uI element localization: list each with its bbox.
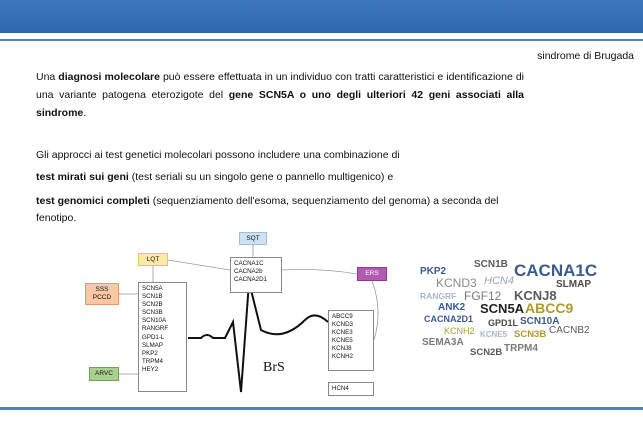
footer-divider — [0, 407, 643, 410]
brs-gene-overlap-diagram: LQT SQT SSS PCCD ERS ARVC CACNA1C CACNA2… — [83, 230, 393, 402]
cloud-word: KCND3 — [436, 276, 477, 290]
targeted-tests-paragraph: test mirati sui geni (test seriali su un… — [36, 171, 394, 183]
sqt-gene-list: CACNA1C CACNA2b CACNA2D1 — [230, 257, 282, 293]
cloud-word: HCN4 — [484, 275, 514, 287]
lqt-gene-list: SCN5A SCN1B SCN2B SCN3B SCN10A RANGRF GP… — [138, 282, 187, 392]
cloud-word: FGF12 — [464, 289, 502, 303]
sss-pccd-tag: SSS PCCD — [85, 283, 119, 305]
cloud-word: PKP2 — [420, 266, 447, 277]
cloud-word: GPD1L — [488, 318, 519, 328]
diagnosis-paragraph: Una diagnosi molecolare può essere effet… — [36, 71, 524, 119]
cloud-word: KCNE5 — [480, 330, 508, 339]
diagram-connectors — [119, 245, 379, 393]
cloud-word: ANK2 — [438, 302, 466, 313]
arvc-tag: ARVC — [89, 367, 119, 381]
hcn4-gene: HCN4 — [328, 382, 374, 396]
genomic-tests-paragraph: test genomici completi (sequenziamento d… — [36, 195, 499, 224]
header-divider — [0, 39, 643, 41]
cloud-word: CACNA1C — [514, 261, 598, 280]
cloud-word: SEMA3A — [422, 337, 464, 348]
sqt-tag: SQT — [239, 232, 267, 245]
cloud-word: CACNB2 — [549, 325, 590, 336]
cloud-word: SCN5A — [480, 301, 525, 316]
cloud-word: SLMAP — [556, 279, 591, 290]
cloud-word: RANGRF — [420, 291, 457, 301]
cloud-word: SCN10A — [520, 316, 560, 327]
header-bar — [0, 0, 643, 33]
ers-gene-list: ABCC9 KCND3 KCNE3 KCNE5 KCNJ8 KCNH2 — [328, 310, 374, 371]
cloud-word: KCNJ8 — [514, 288, 557, 303]
cloud-word: KCNH2 — [444, 326, 475, 336]
brs-label: BrS — [263, 360, 285, 375]
testing-approaches-intro: Gli approcci ai test genetici molecolari… — [36, 149, 400, 161]
cloud-word: SCN3B — [514, 329, 547, 340]
cloud-word: SCN2B — [470, 347, 503, 358]
slide-subtitle: sindrome di Brugada — [537, 50, 634, 62]
cloud-word: TRPM4 — [504, 343, 538, 354]
cloud-word: SCN1B — [474, 259, 508, 270]
lqt-tag: LQT — [138, 253, 168, 266]
gene-word-cloud: SCN1B PKP2 CACNA1C KCND3 HCN4 SLMAP RANG… — [418, 258, 608, 368]
ers-tag: ERS — [357, 267, 387, 281]
cloud-word: CACNA2D1 — [424, 314, 474, 324]
cloud-word: ABCC9 — [525, 300, 574, 316]
